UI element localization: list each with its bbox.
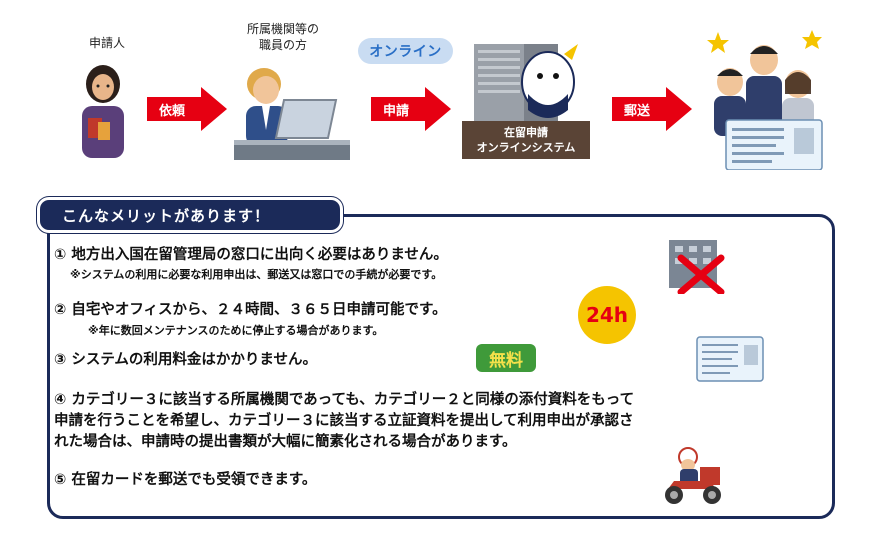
staff-laptop-illustration — [234, 68, 350, 160]
merit-item-2-note: ※年に数回メンテナンスのために停止する場合があります。 — [88, 324, 384, 337]
apply-arrow: 申請 — [371, 87, 451, 131]
mail-arrow: 郵送 — [612, 87, 692, 131]
applicant-caption: 申請人 — [88, 36, 125, 50]
merit-item-4-line3: れた場合は、申請時の提出書類が大幅に簡素化される場合があります。 — [54, 434, 517, 450]
online-system-label-line1: 在留申請 — [504, 126, 548, 139]
celebrating-people-illustration — [707, 30, 823, 170]
request-arrow-label: 依頼 — [159, 103, 186, 119]
merit-item-3: ③ システムの利用料金はかかりません。 — [54, 352, 317, 368]
merit-item-4-line1: ④ カテゴリー３に該当する所属機関であっても、カテゴリー２と同様の添付資料をもっ… — [54, 392, 635, 408]
merits-heading: こんなメリットがあります！ — [40, 200, 340, 230]
merit-item-1-note: ※システムの利用に必要な利用申出は、郵送又は窓口での手続が必要です。 — [70, 268, 443, 281]
online-badge: オンライン — [358, 38, 453, 64]
residence-card-icon — [696, 336, 764, 382]
online-system-label: 在留申請 オンラインシステム — [462, 121, 590, 159]
apply-arrow-label: 申請 — [383, 103, 410, 119]
24h-icon-label: 24h — [585, 303, 629, 327]
merit-item-5: ⑤ 在留カードを郵送でも受領できます。 — [54, 472, 317, 488]
free-of-charge-icon: 無料 — [476, 344, 536, 372]
free-of-charge-label: 無料 — [489, 350, 523, 371]
online-system-illustration — [474, 44, 578, 126]
24h-icon: 24h — [578, 286, 636, 344]
merit-item-1: ① 地方出入国在留管理局の窓口に出向く必要はありません。 — [54, 247, 448, 263]
request-arrow: 依頼 — [147, 87, 227, 131]
online-system-label-line2: オンラインシステム — [476, 141, 576, 154]
staff-caption-2: 職員の方 — [258, 38, 307, 52]
merit-item-2: ② 自宅やオフィスから、２４時間、３６５日申請可能です。 — [54, 302, 447, 318]
applicant-illustration — [82, 65, 124, 158]
no-office-visit-icon — [669, 240, 725, 294]
merit-item-4-line2: 申請を行うことを希望し、カテゴリー３に該当する立証資料を提出して利用申出が承認さ — [54, 413, 634, 429]
staff-caption-1: 所属機関等の — [246, 22, 319, 36]
mail-arrow-label: 郵送 — [624, 103, 651, 119]
postal-delivery-scooter-icon — [665, 447, 721, 504]
